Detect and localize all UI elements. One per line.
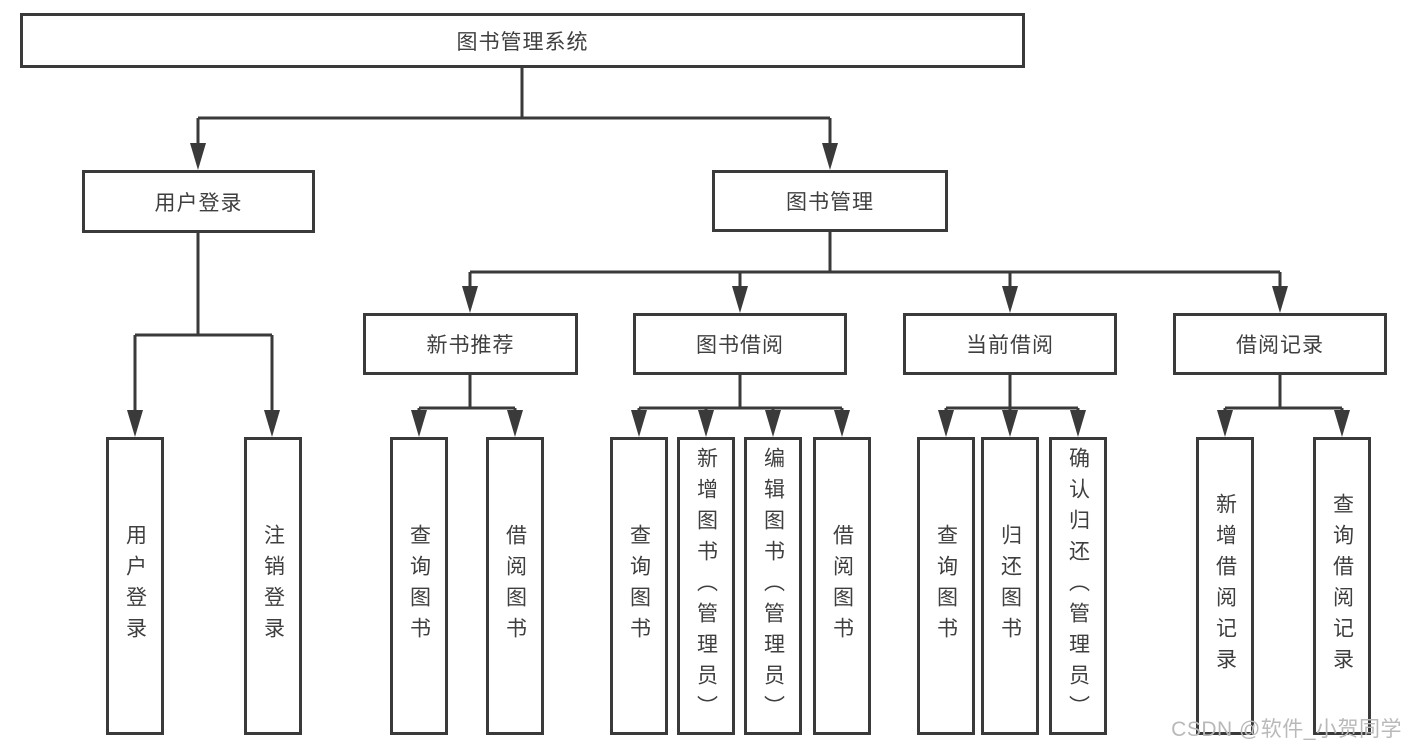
node-library-management-system: 图书管理系统 [20, 13, 1025, 68]
leaf-confirm-return-admin-label: 确认归还（管理员） [1066, 446, 1090, 726]
leaf-query-books-borrowing-label: 查询图书 [627, 524, 651, 648]
leaf-borrow-books-recommend: 借阅图书 [486, 437, 544, 735]
node-borrow-records: 借阅记录 [1173, 313, 1387, 375]
node-new-book-recommend: 新书推荐 [363, 313, 578, 375]
leaf-query-borrow-record: 查询借阅记录 [1313, 437, 1371, 735]
leaf-query-books-current: 查询图书 [917, 437, 975, 735]
leaf-confirm-return-admin: 确认归还（管理员） [1049, 437, 1107, 735]
csdn-watermark: CSDN @软件_小贺同学 [1171, 718, 1402, 741]
leaf-return-books-label: 归还图书 [998, 524, 1022, 648]
node-current-borrowing: 当前借阅 [903, 313, 1117, 375]
node-book-management: 图书管理 [712, 170, 948, 232]
leaf-return-books: 归还图书 [981, 437, 1039, 735]
leaf-query-books-recommend-label: 查询图书 [407, 524, 431, 648]
node-book-borrowing: 图书借阅 [633, 313, 847, 375]
leaf-edit-books-admin-label: 编辑图书（管理员） [761, 446, 785, 726]
leaf-add-borrow-record-label: 新增借阅记录 [1213, 493, 1237, 679]
leaf-add-books-admin-label: 新增图书（管理员） [694, 446, 718, 726]
leaf-borrow-books-recommend-label: 借阅图书 [503, 524, 527, 648]
leaf-query-books-current-label: 查询图书 [934, 524, 958, 648]
leaf-add-books-admin: 新增图书（管理员） [677, 437, 735, 735]
leaf-query-borrow-record-label: 查询借阅记录 [1330, 493, 1354, 679]
leaf-logout-label: 注销登录 [261, 524, 285, 648]
leaf-borrow-books-label: 借阅图书 [830, 524, 854, 648]
leaf-query-books-borrowing: 查询图书 [610, 437, 668, 735]
leaf-query-books-recommend: 查询图书 [390, 437, 448, 735]
leaf-edit-books-admin: 编辑图书（管理员） [744, 437, 802, 735]
leaf-user-login-label: 用户登录 [123, 524, 147, 648]
leaf-add-borrow-record: 新增借阅记录 [1196, 437, 1254, 735]
leaf-user-login: 用户登录 [106, 437, 164, 735]
node-user-login: 用户登录 [82, 170, 315, 233]
leaf-borrow-books: 借阅图书 [813, 437, 871, 735]
leaf-logout: 注销登录 [244, 437, 302, 735]
